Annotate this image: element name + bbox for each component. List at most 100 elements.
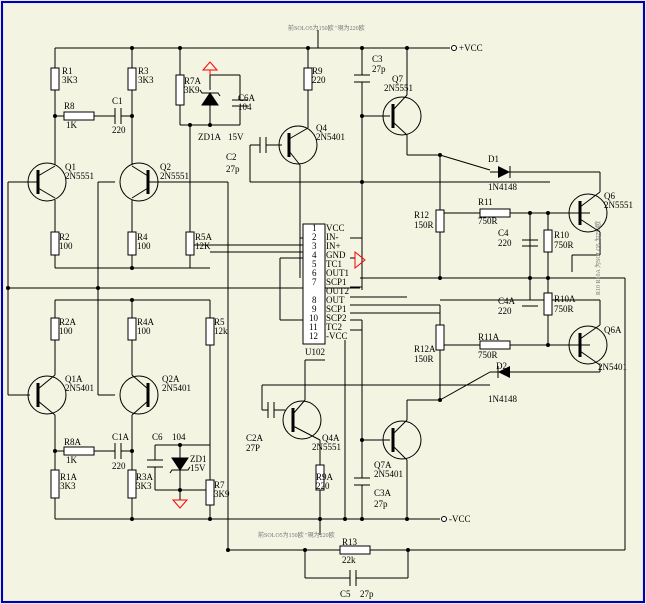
label-c2-ref: C2 bbox=[226, 152, 237, 162]
label-q7a-ref: Q7A bbox=[374, 460, 392, 470]
label-r8a-val: 1K bbox=[66, 455, 78, 465]
label-c1-val: 220 bbox=[112, 125, 126, 135]
ic-pin-num: 8 bbox=[312, 295, 317, 305]
label-r2a-val: 100 bbox=[59, 326, 73, 336]
label-q7-ref: Q7 bbox=[392, 74, 403, 84]
label-zd1a-val: 15V bbox=[228, 132, 244, 142]
label-zd1-ref: ZD1 bbox=[190, 454, 207, 464]
label-r12-ref: R12 bbox=[414, 210, 429, 220]
ic-pin-name: OUT bbox=[326, 295, 345, 305]
label-r2-ref: R2 bbox=[59, 232, 70, 242]
label-r10-val: 750R bbox=[554, 240, 574, 250]
label-q1-ref: Q1 bbox=[65, 162, 76, 172]
component-labels: R1 3K3 R3 3K3 R7A 3K9 C6A 104 ZD1A 15V R… bbox=[59, 54, 633, 599]
ic-pin-name: GND bbox=[326, 250, 346, 260]
label-r4-ref: R4 bbox=[137, 232, 148, 242]
label-r4a-ref: R4A bbox=[137, 317, 155, 327]
label-c2-val: 27p bbox=[226, 164, 240, 174]
ic-pin-num: 5 bbox=[312, 259, 317, 269]
label-r10-ref: R10 bbox=[554, 230, 570, 240]
label-r11a-val: 750R bbox=[478, 350, 498, 360]
label-c3-ref: C3 bbox=[372, 54, 383, 64]
vcc-terminal: +VCC bbox=[451, 43, 483, 53]
ic-pin-name: SCP2 bbox=[326, 313, 347, 323]
label-q6a-val: 2N5401 bbox=[598, 362, 627, 372]
label-r10a-val: 750R bbox=[554, 304, 574, 314]
label-c3a-ref: C3A bbox=[374, 488, 392, 498]
label-r4a-val: 100 bbox=[137, 326, 151, 336]
label-c1a-ref: C1A bbox=[112, 432, 130, 442]
capacitors bbox=[114, 74, 538, 586]
label-q1a-ref: Q1A bbox=[65, 374, 83, 384]
label-d2-val: 1N4148 bbox=[488, 394, 517, 404]
ic-pin-name: OUT1 bbox=[326, 268, 349, 278]
label-r4-val: 100 bbox=[137, 241, 151, 251]
label-r1a-val: 3K3 bbox=[60, 481, 76, 491]
label-q4-ref: Q4 bbox=[316, 123, 327, 133]
label-c5-val: 27p bbox=[360, 589, 374, 599]
label-c2a-val: 27P bbox=[246, 443, 260, 453]
ic-pin-num: 10 bbox=[309, 313, 319, 323]
ic-u102: U102 1 VCC 2 IN- 3 IN+ 4 GND 5 TC1 6 OUT… bbox=[302, 223, 366, 357]
ic-pin-num: 6 bbox=[312, 268, 317, 278]
label-q1-val: 2N5551 bbox=[65, 171, 94, 181]
ic-pin-name: TC2 bbox=[326, 322, 342, 332]
ic-ref: U102 bbox=[305, 347, 325, 357]
label-q4-val: 2N5401 bbox=[316, 132, 345, 142]
label-r5-ref: R5 bbox=[214, 317, 225, 327]
label-q1a-val: 2N5401 bbox=[65, 383, 94, 393]
label-q6-val: 2N5551 bbox=[604, 200, 633, 210]
label-r1-val: 3K3 bbox=[62, 75, 78, 85]
label-q6-ref: Q6 bbox=[604, 191, 615, 201]
label-q6a-ref: Q6A bbox=[604, 325, 622, 335]
label-c6-ref: C6 bbox=[152, 432, 163, 442]
label-c4-val: 220 bbox=[498, 238, 512, 248]
label-c6a-val: 104 bbox=[238, 102, 252, 112]
label-zd1-val: 15V bbox=[190, 463, 206, 473]
label-r9a-val: 220 bbox=[316, 481, 330, 491]
label-r9-val: 220 bbox=[312, 75, 326, 85]
note-bottom: 前SOLO5为150欧 "現为220欧 bbox=[258, 531, 335, 539]
label-r13-ref: R13 bbox=[342, 537, 358, 547]
label-r1a-ref: R1A bbox=[60, 472, 78, 482]
label-r5a-val: 12K bbox=[195, 241, 211, 251]
ic-pin-name: IN+ bbox=[326, 241, 341, 251]
label-r5-val: 12k bbox=[214, 326, 228, 336]
ic-pin-num: 7 bbox=[312, 277, 317, 287]
ic-pin-name: TC1 bbox=[326, 259, 342, 269]
label-c6a-ref: C6A bbox=[238, 93, 256, 103]
label-r3a-ref: R3A bbox=[136, 472, 154, 482]
label-q2-val: 2N5551 bbox=[160, 171, 189, 181]
ic-pin-name: -VCC bbox=[326, 331, 348, 341]
label-r11-val: 750R bbox=[478, 216, 498, 226]
zener-zd1a bbox=[199, 61, 221, 106]
label-r9a-ref: R9A bbox=[316, 472, 334, 482]
label-c4a-ref: C4A bbox=[498, 296, 516, 306]
label-d1-val: 1N4148 bbox=[488, 182, 517, 192]
label-r8-val: 1K bbox=[66, 120, 78, 130]
vcc-label: +VCC bbox=[459, 43, 483, 53]
label-c3a-val: 27p bbox=[374, 499, 388, 509]
label-r2-val: 100 bbox=[59, 241, 73, 251]
ic-pin-num: 1 bbox=[312, 223, 317, 233]
resistors bbox=[50, 67, 553, 555]
label-c4-ref: C4 bbox=[498, 228, 509, 238]
label-r13-val: 22k bbox=[342, 555, 356, 565]
diode-d1 bbox=[498, 166, 511, 178]
label-r7a-val: 3K9 bbox=[184, 85, 200, 95]
label-r12a-ref: R12A bbox=[414, 344, 436, 354]
label-r8a-ref: R8A bbox=[64, 437, 82, 447]
ic-pin-num: 12 bbox=[309, 331, 318, 341]
label-c1-ref: C1 bbox=[112, 96, 123, 106]
label-c1a-val: 220 bbox=[112, 461, 126, 471]
label-r10a-ref: R10A bbox=[554, 294, 576, 304]
ic-pin-num: 4 bbox=[312, 250, 317, 260]
zener-zd1 bbox=[169, 457, 191, 509]
label-r5a-ref: R5A bbox=[195, 232, 213, 242]
neg-vcc-label: -VCC bbox=[449, 514, 471, 524]
ic-pin-num: 9 bbox=[312, 304, 317, 314]
label-r11a-ref: R11A bbox=[478, 332, 500, 342]
